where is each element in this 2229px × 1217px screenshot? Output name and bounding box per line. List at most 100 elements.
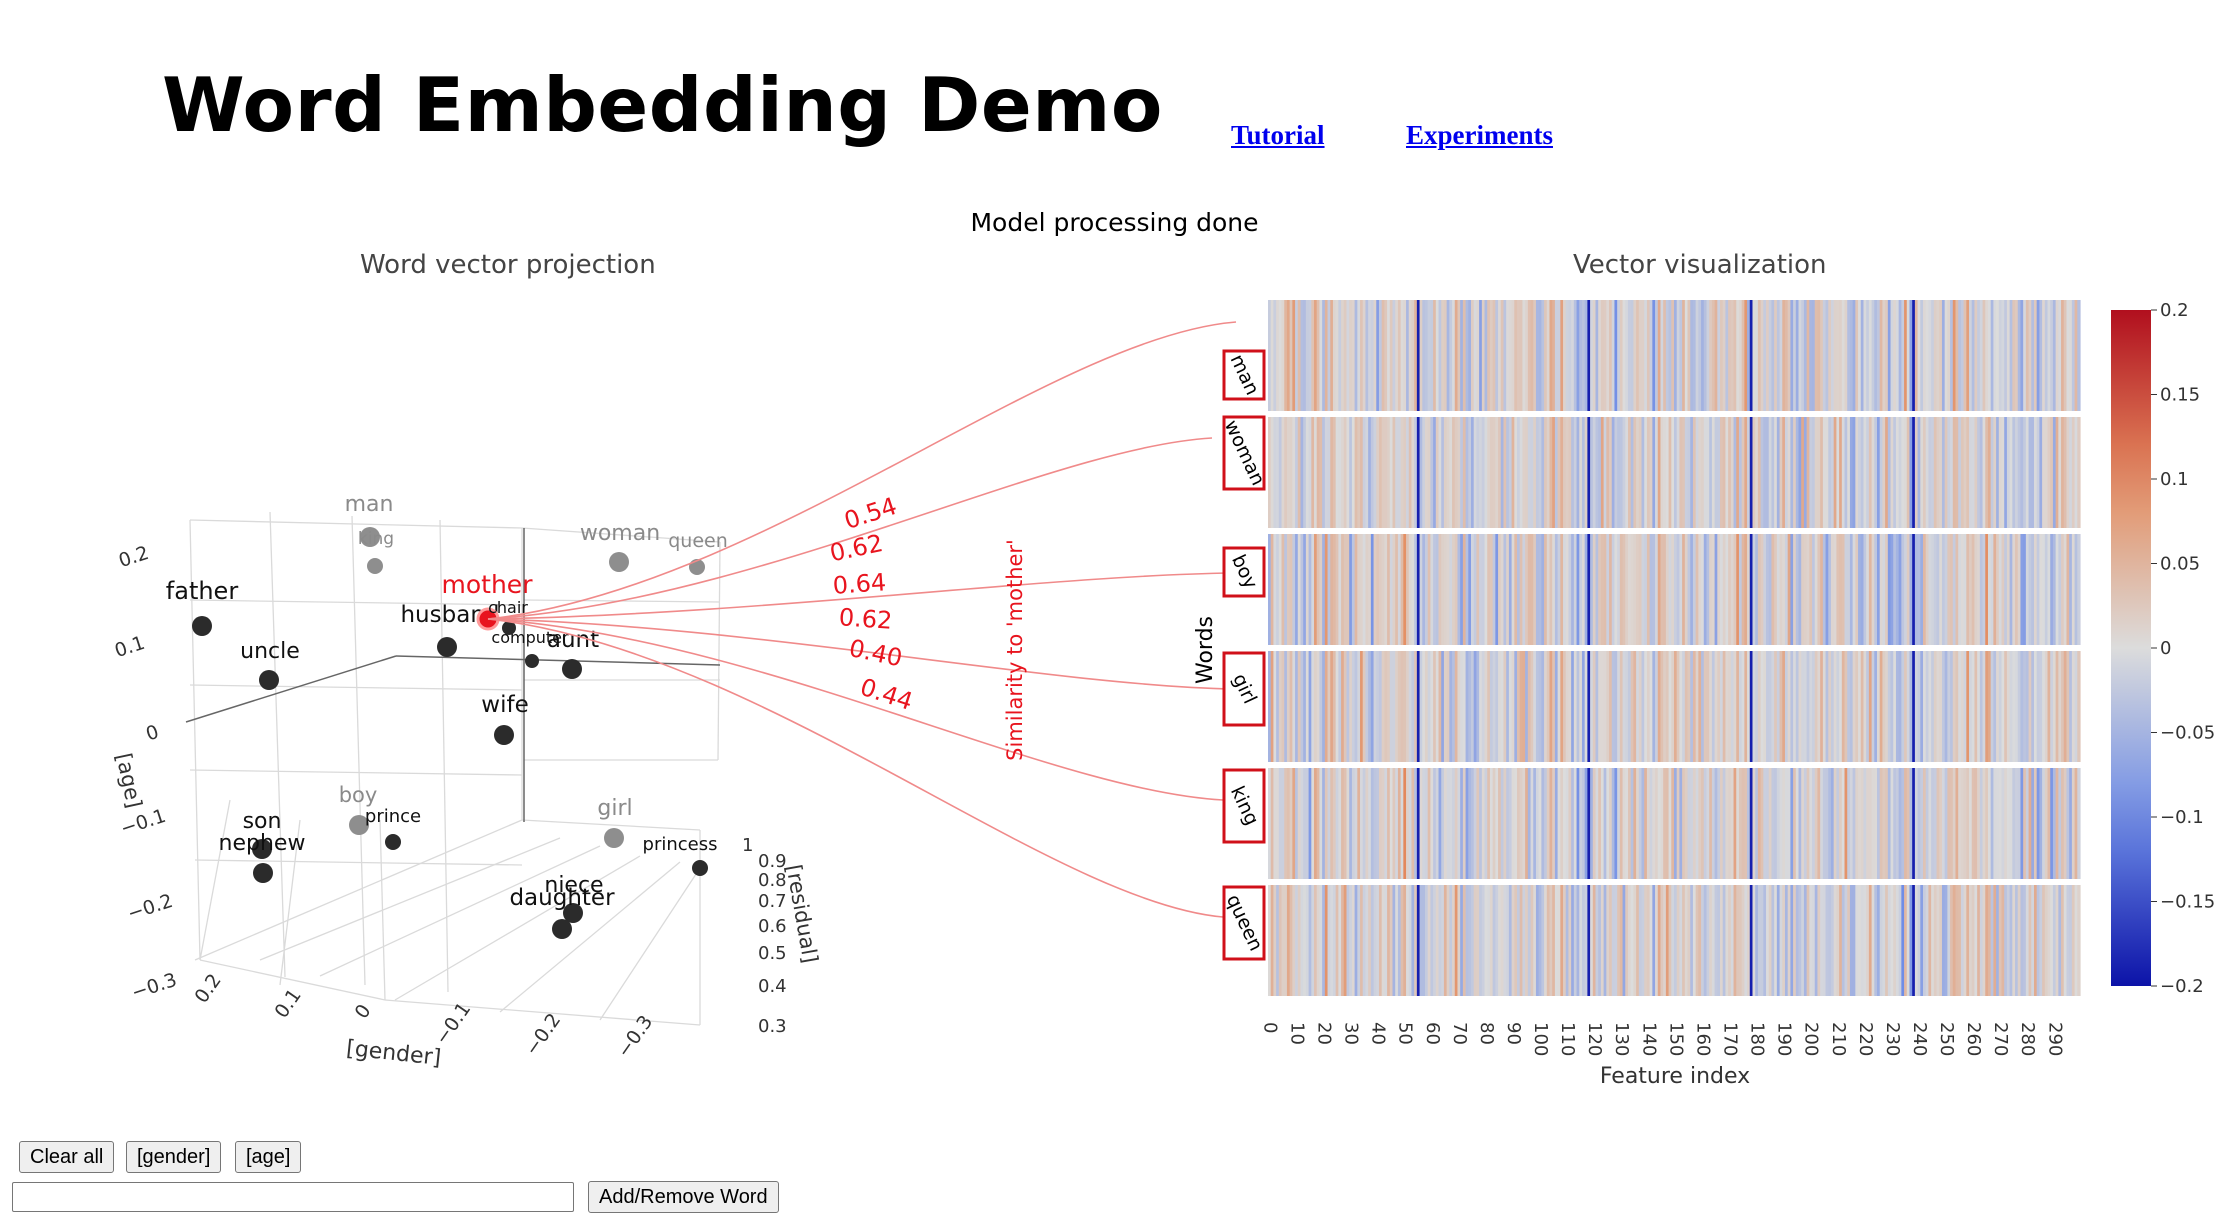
heatmap-cell — [1974, 885, 1978, 996]
word-label-prince: prince — [365, 806, 421, 827]
heatmap-cell — [1760, 417, 1764, 528]
heatmap-cell — [1541, 768, 1545, 879]
heatmap-cell — [1679, 417, 1683, 528]
heatmap-cell — [1579, 534, 1583, 645]
heatmap-cell — [1874, 885, 1878, 996]
heatmap-cell — [1725, 300, 1729, 411]
heatmap-cell — [1332, 651, 1337, 762]
heatmap-x-tick: 240 — [1909, 1022, 1930, 1056]
heatmap-cell — [1803, 534, 1808, 645]
heatmap-cell — [1289, 417, 1293, 528]
heatmap-cell — [1933, 300, 1938, 411]
grid-line — [279, 819, 301, 986]
heatmap-cell — [1774, 885, 1778, 996]
heatmap-cell — [1665, 768, 1670, 879]
heatmap-cell — [1798, 417, 1802, 528]
tutorial-link[interactable]: Tutorial — [1231, 120, 1325, 150]
heatmap-cell — [1286, 885, 1291, 996]
heatmap-cell — [1544, 417, 1548, 528]
heatmap-cell — [1416, 885, 1421, 996]
heatmap-cell — [1676, 534, 1681, 645]
heatmap-cell — [1655, 651, 1659, 762]
heatmap-cell — [1627, 534, 1632, 645]
heatmap-cell — [1465, 885, 1469, 996]
heatmap-cell — [2055, 417, 2059, 528]
grid-line — [199, 959, 386, 1001]
word-input[interactable] — [12, 1182, 574, 1212]
heatmap-cell — [1346, 651, 1350, 762]
heatmap-cell — [2042, 651, 2046, 762]
gender-axis-button[interactable]: [gender] — [126, 1141, 222, 1173]
age-axis-button[interactable]: [age] — [235, 1141, 302, 1173]
heatmap-cell — [1706, 417, 1710, 528]
word-label-box-queen — [1222, 885, 1266, 961]
heatmap-cell — [1479, 768, 1483, 879]
grid-line — [521, 527, 721, 543]
heatmap-cell — [1600, 417, 1605, 528]
heatmap-cell — [1890, 300, 1894, 411]
heatmap-cell — [1476, 651, 1480, 762]
heatmap-x-tick: 20 — [1313, 1022, 1334, 1045]
heatmap-cell — [1527, 417, 1532, 528]
heatmap-cell — [1565, 885, 1570, 996]
heatmap-cell — [1679, 768, 1683, 879]
heatmap-cell — [1554, 885, 1559, 996]
heatmap-cell — [1503, 651, 1507, 762]
clear-all-button[interactable]: Clear all — [19, 1141, 115, 1173]
heatmap-cell — [1747, 885, 1751, 996]
heatmap-cell — [2074, 534, 2078, 645]
heatmap-cell — [1305, 885, 1310, 996]
heatmap-cell — [1901, 768, 1905, 879]
heatmap-cell — [1868, 768, 1873, 879]
heatmap-cell — [1424, 651, 1429, 762]
heatmap-x-tick: 40 — [1368, 1022, 1389, 1045]
heatmap-cell — [1933, 768, 1938, 879]
grid-line — [599, 867, 701, 1021]
heatmap-cell — [1535, 885, 1540, 996]
heatmap-cell — [1581, 534, 1586, 645]
heatmap-cell — [1430, 417, 1434, 528]
heatmap-cell — [1573, 300, 1578, 411]
y-tick-label: 0.1 — [112, 632, 148, 662]
colorbar — [2111, 310, 2151, 986]
heatmap-cell — [1755, 885, 1759, 996]
heatmap-cell — [1625, 651, 1629, 762]
heatmap-cell — [1725, 885, 1729, 996]
heatmap-cell — [1571, 417, 1575, 528]
heatmap-cell — [1278, 768, 1283, 879]
heatmap-cell — [1830, 651, 1835, 762]
heatmap-cell — [1554, 534, 1559, 645]
similarity-curve-boy — [487, 572, 1233, 620]
heatmap-x-tick: 260 — [1963, 1022, 1984, 1056]
word-label-box-man — [1222, 349, 1266, 401]
heatmap-cell — [1674, 300, 1678, 411]
heatmap-cell — [2006, 417, 2011, 528]
heatmap-cell — [2074, 651, 2078, 762]
heatmap-cell — [1877, 417, 1881, 528]
heatmap-cell — [1749, 417, 1754, 528]
heatmap-cell — [1427, 300, 1431, 411]
add-remove-word-button[interactable]: Add/Remove Word — [588, 1181, 779, 1213]
z-tick-label: 0.7 — [758, 891, 787, 912]
heatmap-cell — [2036, 534, 2040, 645]
heatmap-cell — [1720, 417, 1724, 528]
grid-line — [351, 515, 366, 986]
heatmap-cell — [1914, 534, 1919, 645]
heatmap-cell — [1958, 768, 1962, 879]
heatmap-cell — [1351, 768, 1356, 879]
heatmap-cell — [2052, 534, 2057, 645]
heatmap-cell — [1714, 300, 1718, 411]
heatmap-cell — [1809, 417, 1813, 528]
heatmap-cell — [1446, 651, 1450, 762]
heatmap-cell — [2063, 300, 2068, 411]
heatmap-cell — [1471, 885, 1475, 996]
heatmap-x-tick: 60 — [1422, 1022, 1443, 1045]
experiments-link[interactable]: Experiments — [1406, 120, 1553, 150]
heatmap-cell — [1692, 885, 1697, 996]
heatmap-cell — [1890, 885, 1894, 996]
heatmap-cell — [1652, 300, 1656, 411]
word-point-woman — [609, 552, 629, 572]
heatmap-cell — [1557, 417, 1561, 528]
